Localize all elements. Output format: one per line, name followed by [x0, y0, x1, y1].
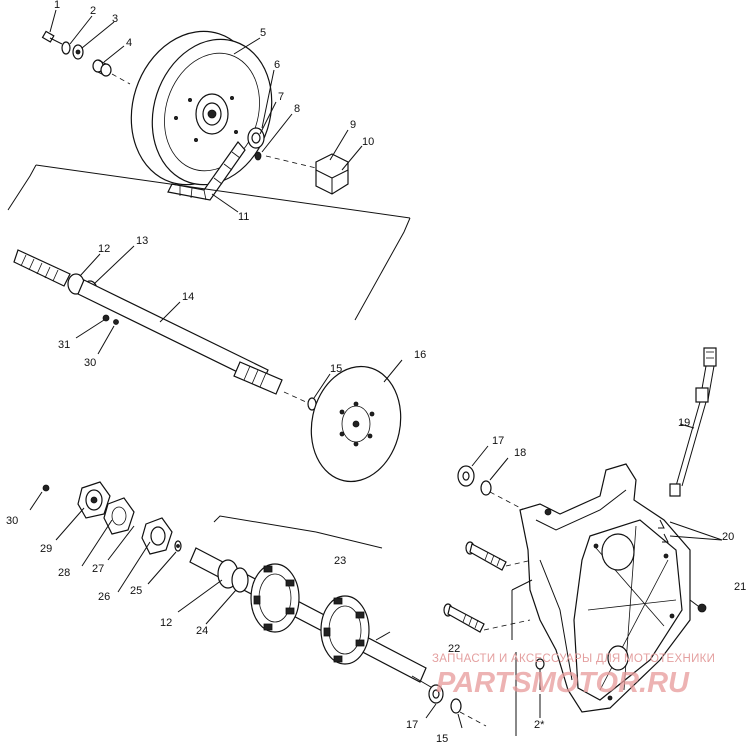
pulley-part-5: [130, 30, 273, 186]
watermark-tagline: ЗАПЧАСТИ И АКСЕССУАРЫ ДЛЯ МОТОТЕХНИКИ: [432, 653, 715, 665]
callout-5: 5: [260, 27, 266, 39]
callout-23: 23: [334, 555, 346, 567]
spacer-part-4: [92, 59, 112, 77]
callout-14: 14: [182, 291, 194, 303]
watermark: ЗАПЧАСТИ И АКСЕССУАРЫ ДЛЯ МОТОТЕХНИКИ PA…: [432, 653, 715, 699]
bolt-part-upper: [465, 541, 507, 571]
callout-20: 20: [722, 531, 734, 543]
pulley-assembly: [41, 30, 349, 201]
chaincase-housing: [443, 347, 717, 736]
dipstick-part-19: [669, 347, 717, 497]
callout-1: 1: [54, 0, 60, 11]
callout-17-upper: 17: [492, 435, 504, 447]
callout-25: 25: [130, 585, 142, 597]
callout-31: 31: [58, 339, 70, 351]
callout-9: 9: [350, 119, 356, 131]
callout-18: 18: [514, 447, 526, 459]
callout-8: 8: [294, 103, 300, 115]
nut-part-8: [254, 151, 262, 161]
bearing-flange-stack: [42, 481, 182, 555]
sprocket-right: [320, 595, 370, 665]
callout-28: 28: [58, 567, 70, 579]
sprocket-left: [250, 563, 300, 633]
callout-24: 24: [196, 625, 208, 637]
callout-11: 11: [238, 211, 249, 223]
drive-shaft-assembly: [13, 249, 402, 483]
callout-17-lower: 17: [406, 719, 418, 731]
leader-lines: [29, 9, 723, 729]
mount-block-part-9-10: [315, 153, 349, 195]
watermark-logo-text: PARTSMOTOR.RU: [436, 667, 690, 699]
callout-16: 16: [414, 349, 426, 361]
callout-29: 29: [40, 543, 52, 555]
shaft-group-outline: [7, 164, 411, 321]
callout-21: 21: [734, 581, 746, 593]
flange-part-26: [141, 517, 173, 555]
bolt-part-21: [697, 603, 707, 613]
callout-27: 27: [92, 563, 104, 575]
seal-part-25: [174, 540, 182, 552]
callout-30-lower: 30: [6, 515, 18, 527]
callout-19: 19: [678, 417, 690, 429]
callout-2-star: 2*: [534, 719, 545, 731]
callout-12-upper: 12: [98, 243, 110, 255]
callout-12-lower: 12: [160, 617, 172, 629]
bolt-part-22: [443, 603, 485, 633]
disc-part-16: [310, 365, 402, 483]
gasket-part-28-27: [103, 497, 135, 535]
callout-4: 4: [126, 37, 132, 49]
callout-2: 2: [90, 5, 96, 17]
nut-part-2star: [535, 658, 545, 690]
flange-part-29: [77, 481, 111, 519]
nut-part-30: [42, 484, 50, 492]
callout-30-upper: 30: [84, 357, 96, 369]
callout-13: 13: [136, 235, 148, 247]
callout-10: 10: [362, 136, 374, 148]
callout-7: 7: [278, 91, 284, 103]
bolt-part-1: [41, 30, 63, 45]
callout-6: 6: [274, 59, 280, 71]
oring-part-18: [480, 480, 492, 496]
callout-15-lower: 15: [436, 733, 448, 743]
callout-numbers: 1 2 3 4 5 6 7 8 9 10 11 12 13 14 15 16 3…: [6, 0, 746, 743]
oring-part-15-lower: [450, 698, 462, 714]
callout-3: 3: [112, 13, 118, 25]
callout-15-upper: 15: [330, 363, 342, 375]
callout-26: 26: [98, 591, 110, 603]
callout-22: 22: [448, 643, 460, 655]
sprocket-shaft-assembly: [189, 515, 487, 727]
washer-part-2: [61, 41, 71, 55]
